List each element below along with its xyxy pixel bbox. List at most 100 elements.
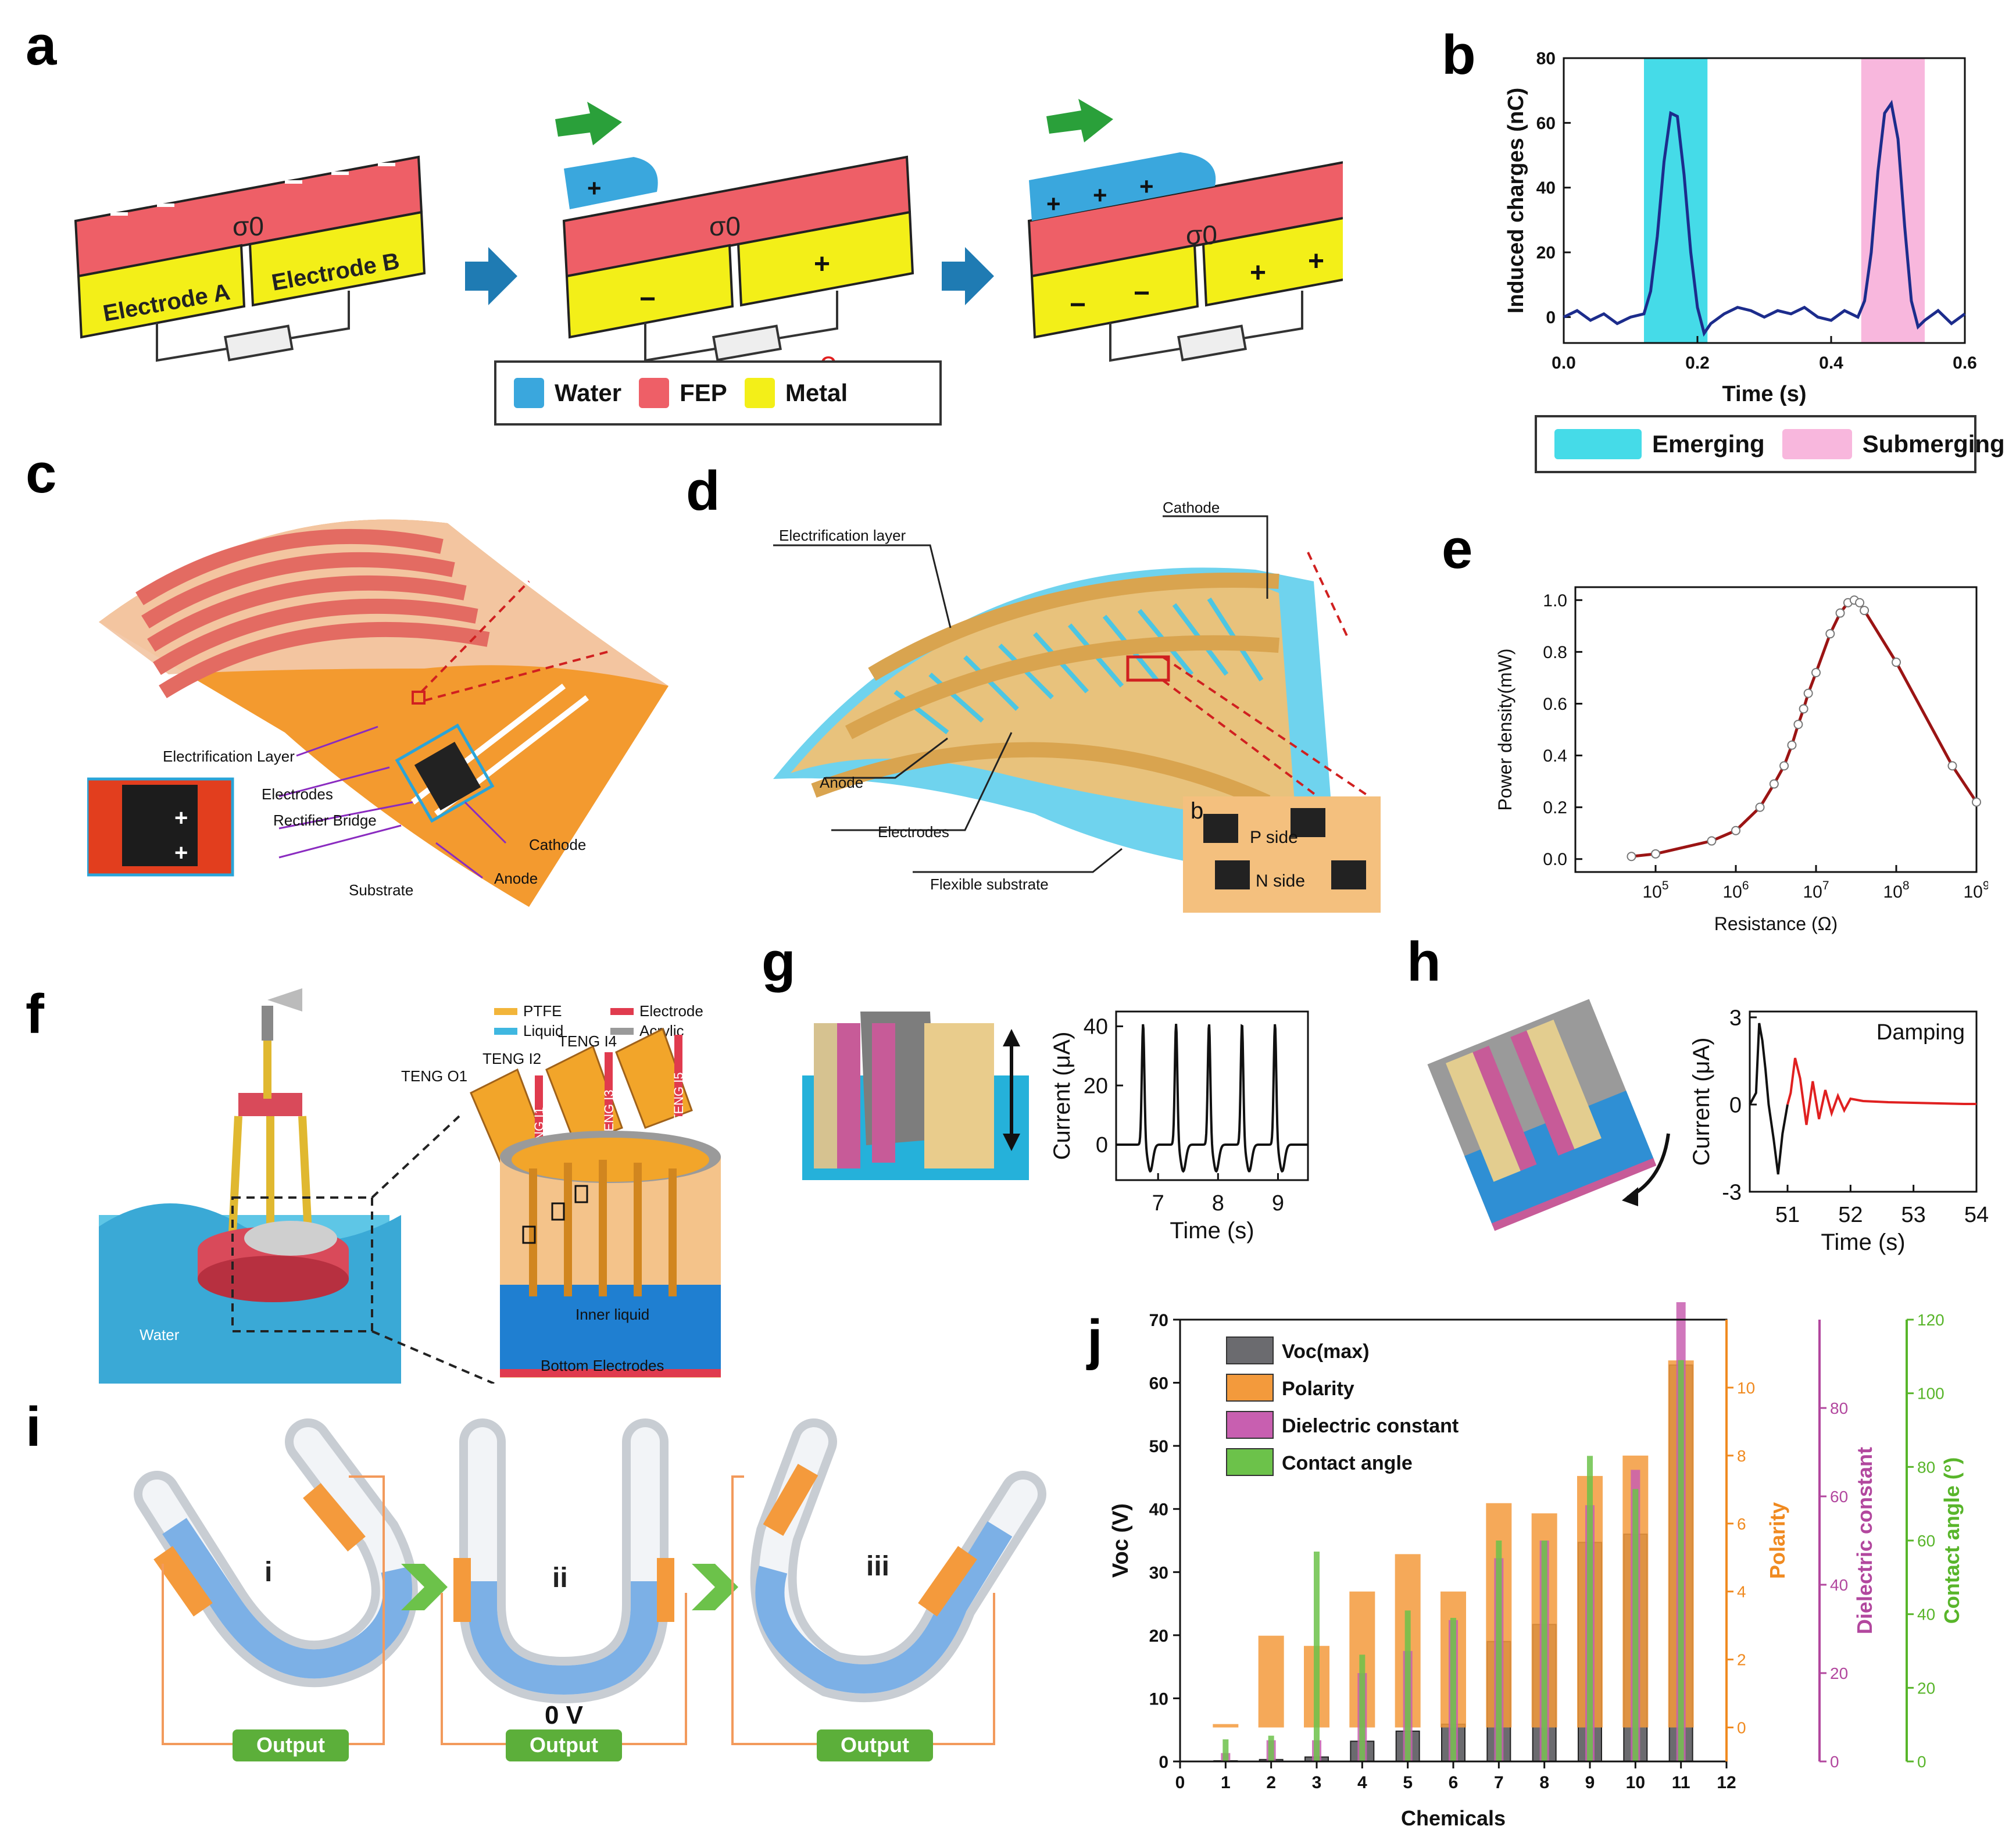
plot-frame bbox=[1574, 586, 1978, 873]
data-point bbox=[1707, 836, 1717, 846]
x-tick-label: 8 bbox=[1539, 1773, 1549, 1792]
x-axis-label: Time (s) bbox=[1821, 1230, 1905, 1255]
label-flexible-substrate: Flexible substrate bbox=[930, 875, 1049, 893]
legend-swatch-2 bbox=[1226, 1411, 1274, 1439]
x-tick-label: 108 bbox=[1883, 879, 1909, 902]
right-tick-label: 80 bbox=[1830, 1399, 1848, 1417]
label-teng-i4: TENG I4 bbox=[558, 1032, 617, 1050]
panel-a-schematic: σ0 Electrode A Electrode B + σ0 − + e- + bbox=[74, 99, 1343, 388]
bar-3-4 bbox=[1404, 1610, 1411, 1761]
x-tick-label: 3 bbox=[1312, 1773, 1322, 1792]
data-point bbox=[1860, 606, 1870, 616]
y-tick-label: 0.8 bbox=[1543, 643, 1567, 662]
panel-label-i: i bbox=[26, 1396, 41, 1458]
svg-text:+: + bbox=[587, 174, 602, 202]
data-point bbox=[1627, 852, 1636, 862]
series-line bbox=[1116, 1024, 1308, 1173]
right-tick-label: 80 bbox=[1917, 1458, 1935, 1476]
svg-text:+: + bbox=[814, 249, 830, 280]
plot-frame bbox=[1563, 57, 1966, 344]
output-label-2: Output bbox=[530, 1733, 598, 1757]
x-tick-label: 1 bbox=[1221, 1773, 1231, 1792]
n-side-label: N side bbox=[1256, 871, 1305, 891]
label-substrate: Substrate bbox=[349, 881, 413, 899]
green-arrow-2 bbox=[1046, 99, 1113, 142]
y-tick-label: 0 bbox=[1729, 1093, 1742, 1117]
panel-label-j: j bbox=[1087, 1309, 1103, 1371]
y-axis-label: Current (μA) bbox=[1689, 1038, 1714, 1166]
series-line-initial bbox=[1749, 1023, 1789, 1175]
svg-text:−: − bbox=[639, 284, 656, 315]
x-tick-label: 51 bbox=[1775, 1203, 1800, 1227]
data-point bbox=[1803, 688, 1813, 698]
x-tick-label: 8 bbox=[1212, 1191, 1224, 1216]
svg-text:+: + bbox=[1308, 246, 1324, 277]
legend-fep: FEP bbox=[639, 378, 727, 408]
green-arrow-1 bbox=[555, 102, 622, 145]
chevron-icon-2 bbox=[692, 1564, 738, 1610]
x-axis-label: Resistance (Ω) bbox=[1714, 913, 1838, 934]
svg-text:+: + bbox=[1093, 181, 1107, 209]
label-teng-i5: TENG I5 bbox=[671, 1072, 686, 1122]
legend-liquid: Liquid bbox=[523, 1022, 563, 1039]
x-tick-label: 107 bbox=[1803, 879, 1829, 902]
legend-emerging: Emerging bbox=[1554, 429, 1765, 459]
output-label-1: Output bbox=[256, 1733, 325, 1757]
label-anode: Anode bbox=[820, 774, 863, 791]
panel-i-illustration: i − + Output ii 0 V Output iii + − Outpu… bbox=[134, 1418, 1046, 1761]
svg-text:+: + bbox=[1250, 258, 1266, 288]
right-tick-label: 10 bbox=[1737, 1379, 1755, 1397]
band-1 bbox=[1861, 58, 1925, 343]
right-axis-label-2: Contact angle (°) bbox=[1940, 1457, 1964, 1624]
y-tick-label: 20 bbox=[1149, 1627, 1168, 1646]
panel-label-g: g bbox=[762, 931, 796, 993]
right-axis-label-0: Polarity bbox=[1765, 1502, 1789, 1579]
legend-label-1: Polarity bbox=[1282, 1378, 1354, 1400]
label-electrification-layer: Electrification Layer bbox=[163, 748, 295, 765]
right-tick-label: 20 bbox=[1917, 1679, 1935, 1697]
data-point bbox=[1825, 629, 1835, 639]
p-side-label: P side bbox=[1250, 828, 1298, 847]
output-label-3: Output bbox=[841, 1733, 909, 1757]
legend-water: Water bbox=[514, 378, 621, 408]
x-axis-label: Chemicals bbox=[1401, 1806, 1506, 1830]
u-tube-stage-1: i − + Output bbox=[134, 1418, 418, 1761]
svg-text:−: − bbox=[1134, 278, 1150, 309]
bar-3-1 bbox=[1268, 1735, 1274, 1761]
panel-f-illustration: Water PTFE Electrode Liquid Acrylic TENG… bbox=[99, 988, 721, 1384]
series-line bbox=[1631, 598, 1978, 858]
stage-2: + σ0 − + e- bbox=[562, 155, 914, 388]
y-tick-label: 40 bbox=[1536, 178, 1556, 198]
right-tick-label: 2 bbox=[1737, 1651, 1746, 1669]
data-point bbox=[1855, 598, 1865, 607]
zero-volt-label: 0 V bbox=[545, 1701, 584, 1729]
y-tick-label: 40 bbox=[1084, 1015, 1108, 1039]
panel-h-illustration bbox=[1427, 999, 1670, 1231]
bar-1-0 bbox=[1213, 1724, 1239, 1728]
u-tube-stage-2: ii 0 V Output bbox=[441, 1418, 687, 1761]
legend-label-3: Contact angle bbox=[1282, 1452, 1413, 1474]
y-tick-label: 0.4 bbox=[1543, 746, 1567, 766]
label-teng-i2: TENG I2 bbox=[482, 1050, 541, 1067]
x-tick-label: 54 bbox=[1964, 1203, 1988, 1227]
inset-letter-b: b bbox=[1191, 798, 1203, 824]
y-tick-label: 80 bbox=[1536, 49, 1556, 69]
data-point bbox=[1947, 761, 1957, 771]
u-tube-stage-3: iii + − Output bbox=[731, 1418, 1046, 1761]
legend-label-2: Dielectric constant bbox=[1282, 1415, 1459, 1437]
y-tick-label: 0 bbox=[1096, 1133, 1108, 1157]
y-tick-label: 60 bbox=[1149, 1374, 1168, 1393]
label-water: Water bbox=[140, 1326, 180, 1343]
y-tick-label: 0 bbox=[1159, 1753, 1168, 1772]
svg-text:+: + bbox=[174, 805, 188, 831]
data-point bbox=[1892, 657, 1901, 667]
svg-text:+: + bbox=[1046, 190, 1061, 217]
x-tick-label: 52 bbox=[1838, 1203, 1863, 1227]
x-tick-label: 7 bbox=[1494, 1773, 1504, 1792]
data-point bbox=[1769, 779, 1779, 789]
panel-label-h: h bbox=[1407, 931, 1441, 993]
panel-b-legend: Emerging Submerging bbox=[1535, 415, 2005, 473]
right-tick-label: 0 bbox=[1737, 1719, 1746, 1737]
x-tick-label: 2 bbox=[1266, 1773, 1276, 1792]
